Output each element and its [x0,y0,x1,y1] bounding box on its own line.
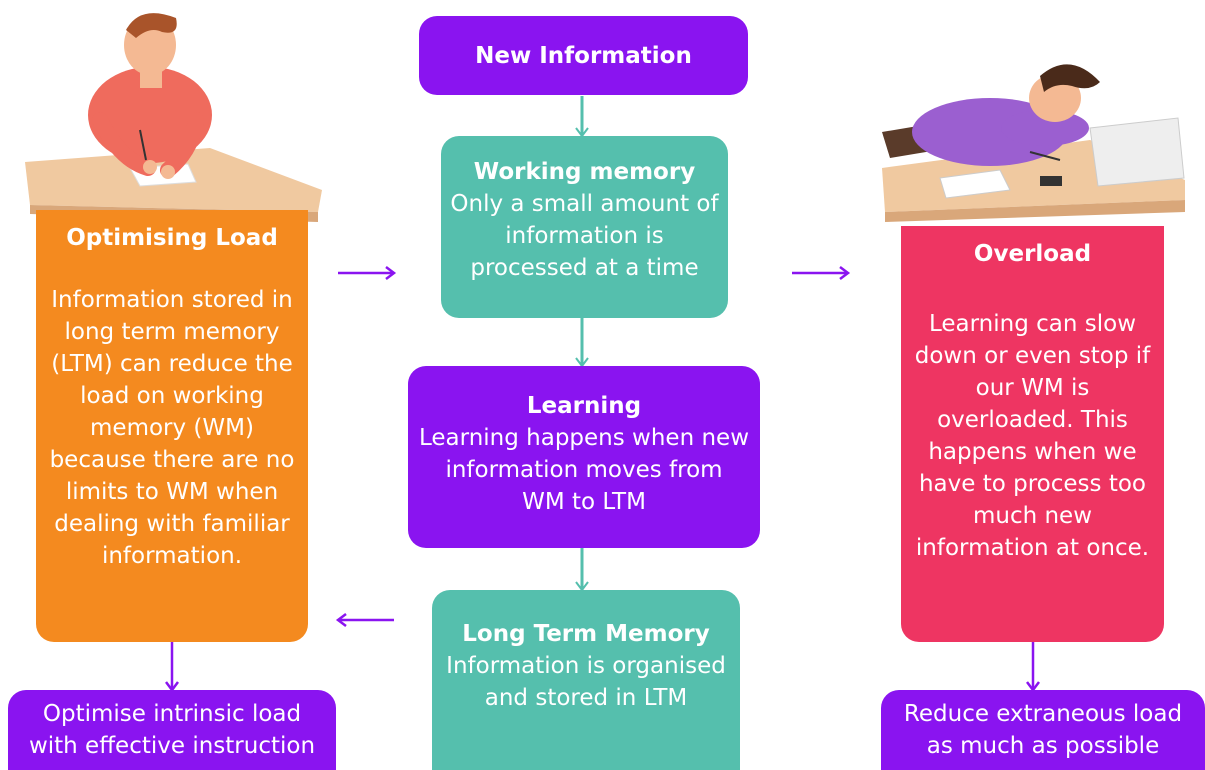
learning-line: information moves from [445,457,723,483]
optimising-load-line: dealing with familiar [54,511,290,537]
working-memory-line: Only a small amount of [450,191,719,217]
working-memory-title: Working memory [473,159,696,185]
optimise-intrinsic-load-box: Optimise intrinsic load with effective i… [8,690,336,770]
optimising-load-line: (LTM) can reduce the [51,351,293,377]
learning-box: Learning Learning happens when new infor… [408,366,760,548]
working-memory-box: Working memory Only a small amount of in… [441,136,728,318]
overload-title: Overload [973,241,1092,267]
optimise-intrinsic-line: with effective instruction [28,733,316,759]
overload-line: happens when we [928,439,1137,465]
overload-line: have to process too [918,471,1146,497]
long-term-memory-box: Long Term Memory Information is organise… [432,590,740,770]
arrow-wm-to-overload [792,266,851,280]
long-term-memory-line: Information is organised [446,653,726,679]
arrow-ltm-to-left [335,613,394,627]
arrow-overload-to-outcome [1026,642,1040,693]
reduce-extraneous-line: Reduce extraneous load [903,701,1183,727]
overload-line: Learning can slow [928,311,1137,337]
arrow-optimising-to-outcome [165,642,179,693]
overload-line: overloaded. This [937,407,1128,433]
overload-box: Overload Learning can slow down or even … [901,226,1164,642]
long-term-memory-line: and stored in LTM [484,685,688,711]
student-asleep-illustration [882,64,1185,222]
working-memory-line: information is [505,223,664,249]
overload-line: our WM is [975,375,1090,401]
optimising-load-line: because there are no [49,447,295,473]
optimising-load-line: limits to WM when [65,479,279,505]
overload-line: down or even stop if [914,343,1151,369]
arrow-left-to-wm [338,266,397,280]
learning-line: Learning happens when new [418,425,750,451]
learning-line: WM to LTM [522,489,646,515]
student-writing-illustration [25,13,322,222]
optimising-load-line: information. [101,543,243,569]
optimising-load-title: Optimising Load [66,225,278,251]
reduce-extraneous-load-box: Reduce extraneous load as much as possib… [881,690,1205,770]
working-memory-line: processed at a time [470,255,699,281]
optimising-load-line: long term memory [64,319,280,345]
optimising-load-line: Information stored in [51,287,293,313]
optimising-load-line: memory (WM) [90,415,254,441]
reduce-extraneous-line: as much as possible [926,733,1160,759]
long-term-memory-title: Long Term Memory [462,621,710,647]
new-information-box: New Information [419,16,748,95]
overload-line: information at once. [915,535,1150,561]
learning-title: Learning [526,393,642,419]
optimising-load-box: Optimising Load Information stored in lo… [36,210,308,642]
overload-line: much new [972,503,1093,529]
optimising-load-line: load on working [80,383,264,409]
new-information-title: New Information [475,42,692,69]
optimise-intrinsic-line: Optimise intrinsic load [42,701,302,727]
